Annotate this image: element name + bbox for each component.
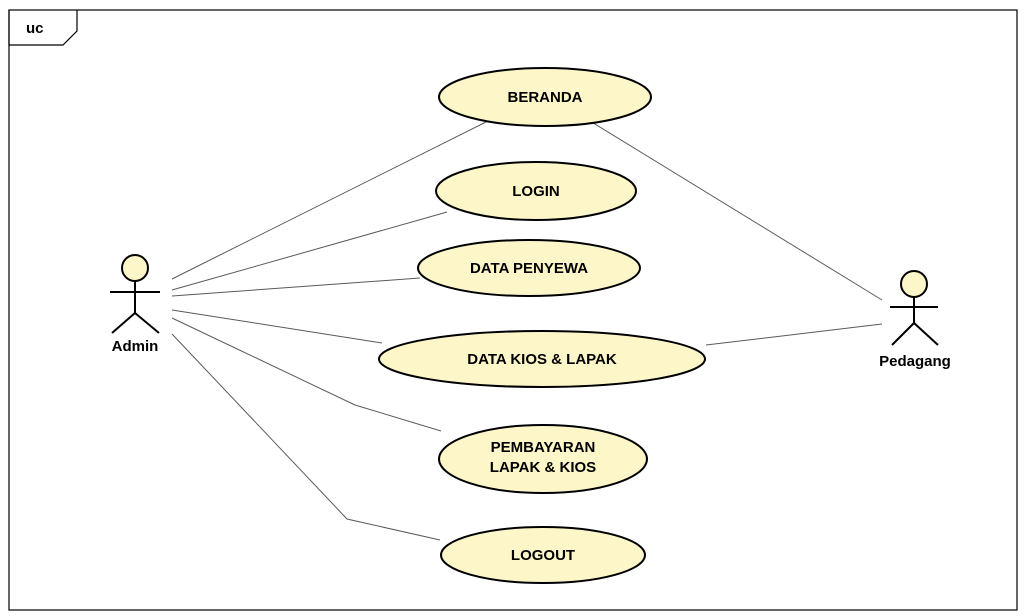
usecase-login-label: LOGIN (512, 183, 560, 200)
diagram-frame: uc (8, 9, 1018, 611)
usecase-login-ellipse (435, 161, 637, 221)
usecase-data-kios-lapak-label: DATA KIOS & LAPAK (467, 351, 617, 368)
association-admin-beranda (171, 120, 489, 280)
usecase-data-penyewa-label: DATA PENYEWA (470, 260, 588, 277)
usecase-logout: LOGOUT (440, 526, 646, 584)
usecase-beranda-label: BERANDA (508, 89, 583, 106)
association-admin-login (171, 211, 448, 291)
usecase-pembayaran-ellipse (438, 424, 648, 494)
usecase-data-penyewa-ellipse (417, 239, 641, 297)
association-admin-data-kios-lapak (171, 309, 383, 344)
stick-figure-icon (110, 254, 160, 334)
usecase-beranda-ellipse (438, 67, 652, 127)
usecase-pembayaran-label-line2: LAPAK & KIOS (490, 459, 596, 476)
frame-label: uc (26, 20, 44, 37)
usecase-pembayaran-label-line1: PEMBAYARAN (491, 439, 596, 456)
usecase-logout-label: LOGOUT (511, 547, 575, 564)
usecase-pembayaran: PEMBAYARAN LAPAK & KIOS (438, 424, 648, 494)
association-pedagang-beranda (589, 120, 883, 301)
actor-pedagang-label: Pedagang (879, 353, 951, 370)
usecase-logout-ellipse (440, 526, 646, 584)
usecase-data-kios-lapak: DATA KIOS & LAPAK (378, 330, 706, 388)
stick-figure-icon (890, 270, 939, 346)
actor-admin-label: Admin (112, 338, 159, 355)
association-admin-logout (171, 333, 441, 541)
usecases: BERANDA LOGIN DATA PENYEWA DATA KIOS & L… (378, 67, 706, 584)
association-admin-pembayaran (171, 317, 442, 432)
association-pedagang-data-kios-lapak (705, 323, 883, 346)
association-admin-data-penyewa (171, 277, 421, 297)
usecase-data-penyewa: DATA PENYEWA (417, 239, 641, 297)
usecase-beranda: BERANDA (438, 67, 652, 127)
associations (171, 120, 883, 541)
usecase-data-kios-lapak-ellipse (378, 330, 706, 388)
actor-pedagang: Pedagang (879, 270, 951, 370)
frame-border (8, 9, 1018, 611)
frame-tab (8, 10, 78, 46)
usecase-login: LOGIN (435, 161, 637, 221)
actor-admin: Admin (110, 254, 160, 355)
